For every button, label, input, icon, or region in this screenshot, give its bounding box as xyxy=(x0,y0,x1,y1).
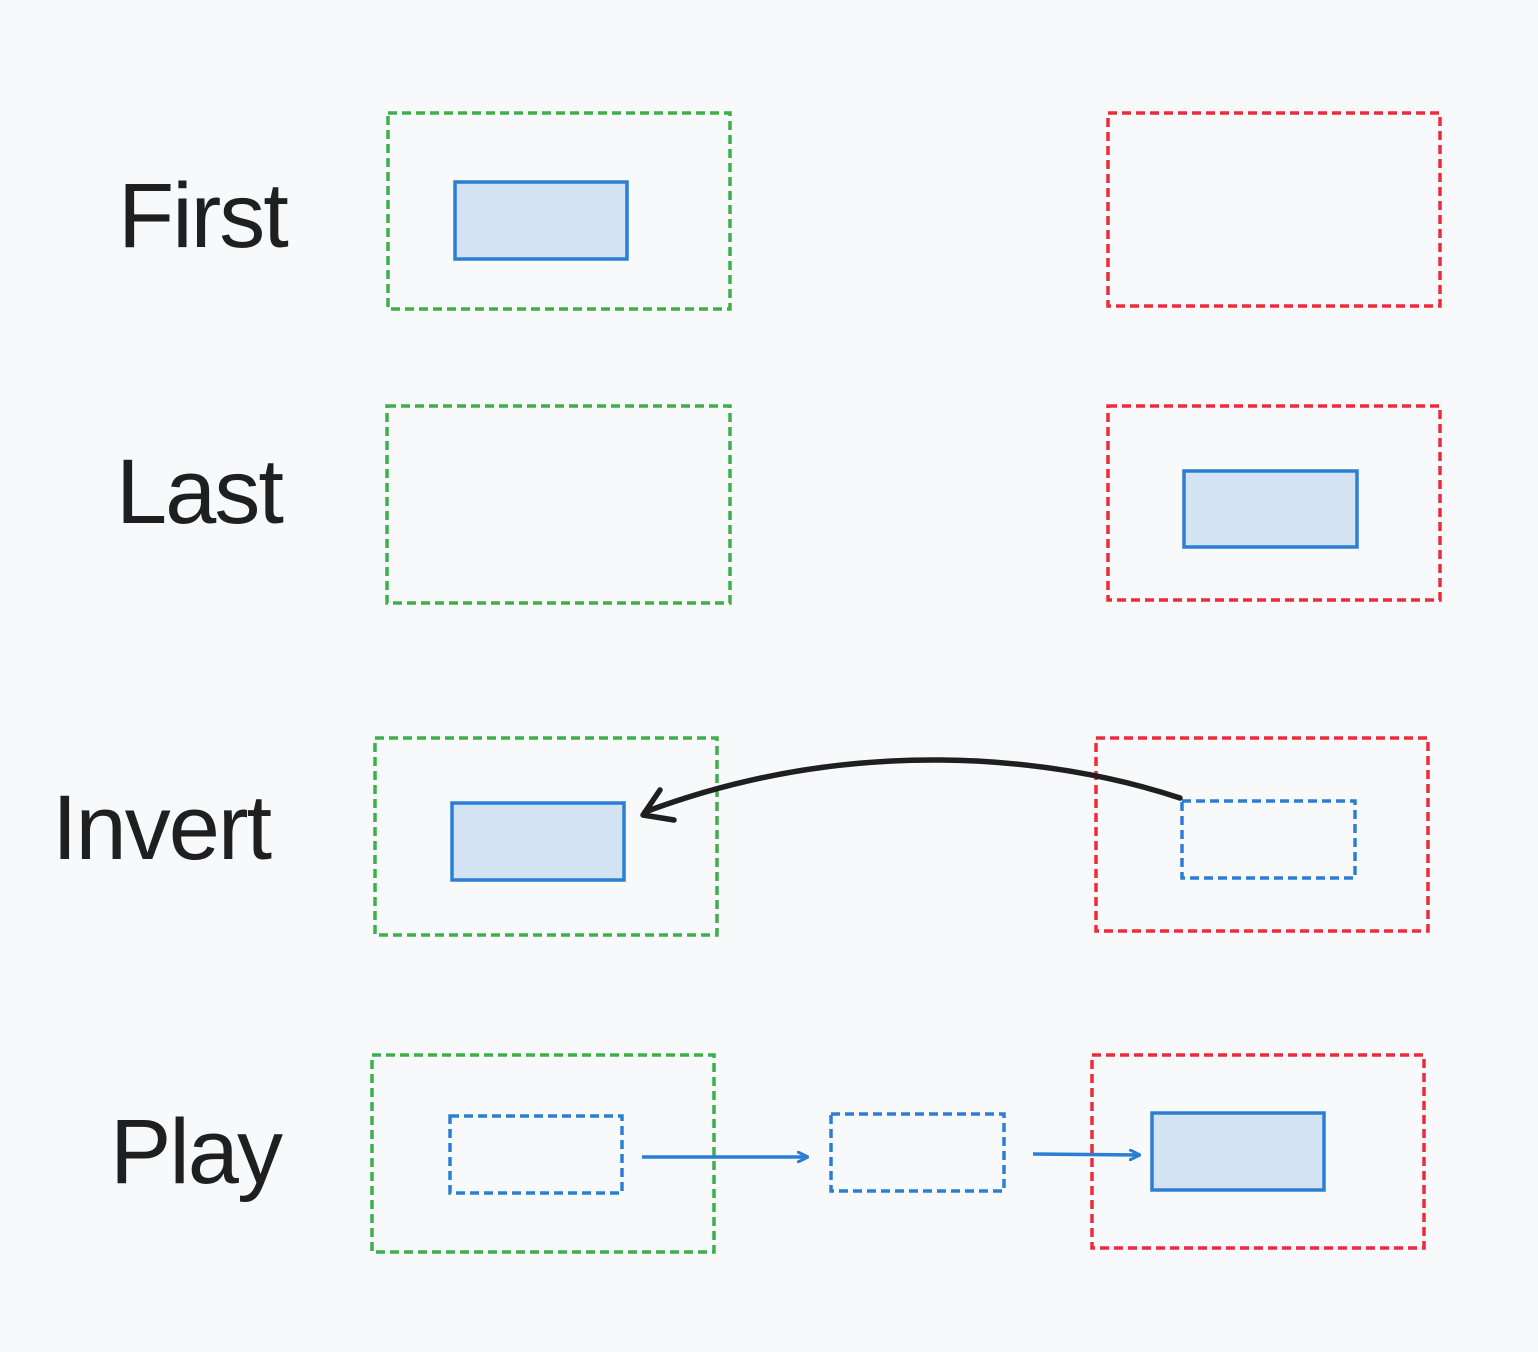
invert-arrowhead xyxy=(640,787,677,823)
play-element xyxy=(1150,1111,1326,1192)
invert-arrow xyxy=(642,757,1183,815)
first-end-container xyxy=(1106,111,1442,308)
invert-end-container xyxy=(1094,736,1430,933)
invert-ghost-element xyxy=(1180,799,1357,880)
row-label-last: Last xyxy=(116,441,284,543)
first-element xyxy=(453,180,629,261)
play-ghost-start xyxy=(448,1114,624,1195)
invert-start-container xyxy=(373,736,719,937)
play-end-container xyxy=(1090,1053,1426,1250)
first-start-container xyxy=(386,111,732,311)
play-ghost-middle xyxy=(829,1112,1006,1193)
play-start-container xyxy=(370,1053,716,1254)
row-label-first: First xyxy=(118,165,289,267)
last-element xyxy=(1182,469,1359,549)
row-label-invert: Invert xyxy=(52,777,272,879)
last-start-container xyxy=(385,404,732,605)
row-label-play: Play xyxy=(110,1101,283,1203)
play-arrow-2 xyxy=(1032,1154,1140,1155)
last-end-container xyxy=(1106,404,1442,602)
invert-element xyxy=(450,801,626,882)
